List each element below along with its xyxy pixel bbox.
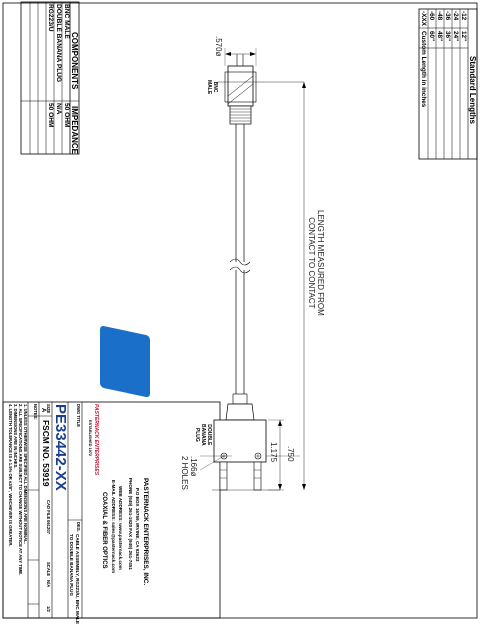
dimension-750: .750 [286, 446, 295, 462]
holes-dimension: .166ø 2 HOLES [179, 456, 198, 490]
company-tagline: COAXIAL & FIBER OPTICS [101, 492, 107, 569]
component-name: DOUBLE BANANA PLUG [55, 4, 62, 83]
components-header: COMPONENTS [70, 32, 79, 90]
bnc-connector [224, 54, 257, 125]
lengths-header: Standard Lengths [468, 56, 477, 125]
scale-value: N/A [46, 580, 51, 588]
components-table-frame [20, 1, 80, 155]
logo-text: PE [99, 402, 141, 454]
length-code: -48 [436, 11, 443, 21]
company-name: PASTERNACK ENTERPRISES, INC. [142, 478, 149, 586]
component-impedance: 50 OHM [63, 103, 70, 128]
note-item: 4. LENGTH TOLERANCE IS ± 1.5% OR ±3/8", … [8, 404, 13, 547]
component-impedance: N/A [55, 103, 62, 115]
logo-established: ESTABLISHED 1972 [88, 420, 92, 457]
length-code: -60 [428, 11, 435, 21]
company-logo: PE [99, 325, 150, 454]
fscm-number: FSCM NO. 53919 [41, 420, 51, 487]
length-value: Custom Length in inches [420, 31, 427, 108]
note-item: 2. ALL SPECIFICATIONS ARE SUBJECT TO CHA… [18, 404, 23, 576]
note-item: 3. DIMENSIONS ARE IN INCHES. [13, 404, 18, 469]
des-label: DES. [76, 522, 81, 532]
component-impedance: 50 OHM [47, 103, 54, 128]
banana-plug [213, 393, 267, 491]
component-name: BNC MALE [63, 4, 70, 39]
size-value: A [40, 408, 46, 413]
length-value: 60" [428, 31, 435, 42]
company-email: E-MAIL ADDRESS: sales@pasternack.com [111, 480, 116, 574]
note-item: 1. UNLESS OTHERWISE SPECIFIED ALL DIMENS… [23, 404, 28, 544]
plug-body [213, 419, 267, 463]
company-phone: PHONE (949) 261-1920 FAX (949) 261-7451 [128, 478, 133, 570]
company-web: WEB ADDRESS: www.pasternack.com [118, 486, 123, 570]
notes-label: NOTES: [33, 404, 38, 420]
diameter-570: .570ø [214, 36, 223, 57]
sheet-number: 1/2 [46, 606, 51, 612]
length-dimension: LENGTH MEASURED FROM CONTACT TO CONTACT [306, 210, 325, 316]
cable [229, 124, 251, 394]
part-number: PE33442-XX [52, 404, 69, 491]
length-value: 24" [452, 31, 459, 42]
length-value: 48" [436, 31, 443, 42]
cad-file-label: CAD FILE [46, 500, 51, 520]
plug-label: DOUBLE BANANA PLUG [194, 424, 212, 446]
length-code: -XXX [420, 11, 427, 26]
lengths-table-frame [418, 8, 478, 160]
title-block-frame [2, 401, 221, 619]
company-address: P.O BOX 16759, IRVINE, CA 92623 [135, 488, 140, 562]
impedance-header: IMPEDANCE [70, 106, 79, 155]
dimension-1175: 1.175 [269, 442, 278, 463]
length-code: -24 [452, 11, 459, 21]
cad-file-value: 061207 [46, 520, 51, 534]
title-description: CABLE ASSEMBLY, RG223/U, BNC MALE TO DOU… [69, 534, 81, 624]
dwg-title-label: DWG TITLE [76, 404, 81, 428]
bnc-label: BNC MALE [206, 80, 218, 95]
logo-name: PASTERNACK ENTERPRISES [93, 404, 99, 476]
logo-badge [100, 325, 150, 398]
length-code: -36 [444, 11, 451, 21]
scale-label: SCALE [46, 562, 51, 577]
size-label: SIZE [46, 404, 51, 414]
component-name: RG223/U [47, 4, 54, 32]
length-code: -12 [460, 11, 467, 21]
length-value: 12" [460, 31, 467, 42]
length-value: 36" [444, 31, 451, 42]
